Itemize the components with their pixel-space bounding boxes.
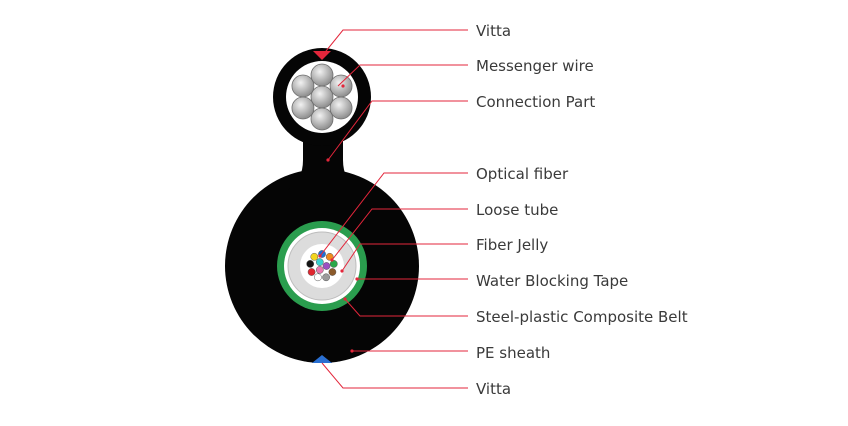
label-connection-part: Connection Part: [476, 93, 595, 111]
optical-fiber-strand: [328, 268, 337, 276]
optical-fiber-strand: [329, 260, 338, 268]
messenger-wire-bundle: [286, 61, 358, 133]
optical-fiber-strand: [315, 258, 324, 266]
neck-fillet: [288, 160, 358, 190]
leader-fiber-jelly: [341, 243, 468, 272]
optical-fiber-strand: [322, 273, 330, 282]
leader-vitta-bottom: [321, 362, 468, 389]
label-steel-plastic-belt: Steel-plastic Composite Belt: [476, 308, 688, 326]
vitta-bottom-marker: [312, 355, 332, 363]
label-loose-tube: Loose tube: [476, 201, 558, 219]
messenger-strand: [329, 96, 353, 120]
leader-steel-plastic-belt: [344, 298, 468, 317]
leader-messenger-wire: [337, 64, 468, 87]
label-fiber-jelly: Fiber Jelly: [476, 236, 548, 254]
messenger-strand: [310, 107, 334, 131]
leader-dot: [340, 269, 344, 273]
messenger-strand: [310, 85, 334, 109]
label-vitta-bottom: Vitta: [476, 380, 511, 398]
leader-vitta-top: [321, 29, 468, 57]
label-optical-fiber: Optical fiber: [476, 165, 569, 183]
leader-dot: [318, 254, 322, 258]
optical-fiber-strand: [310, 252, 319, 261]
messenger-strand: [310, 63, 334, 87]
optical-fiber-strand: [307, 268, 316, 276]
leader-loose-tube: [331, 208, 468, 261]
messenger-strand: [291, 74, 315, 98]
label-vitta-top: Vitta: [476, 22, 511, 40]
leader-dot: [330, 258, 334, 262]
messenger-strand: [329, 74, 353, 98]
optical-fiber-strand: [322, 262, 331, 270]
optical-fiber-strand: [314, 273, 322, 282]
optical-fiber-strand: [306, 260, 315, 268]
leader-lines: [318, 29, 468, 389]
optical-fiber-strand: [315, 266, 324, 274]
label-pe-sheath: PE sheath: [476, 344, 550, 362]
leader-dot: [343, 297, 347, 301]
leader-dot: [350, 349, 354, 353]
callout-labels: Vitta Messenger wire Connection Part Opt…: [476, 22, 688, 398]
label-messenger-wire: Messenger wire: [476, 57, 594, 75]
leader-dot: [326, 158, 330, 162]
leader-connection-part: [327, 100, 468, 161]
cable-core: [277, 221, 367, 311]
leader-optical-fiber: [319, 172, 468, 257]
messenger-strand: [291, 96, 315, 120]
leader-dot: [355, 277, 359, 281]
leader-dot: [341, 84, 345, 88]
label-water-blocking-tape: Water Blocking Tape: [476, 272, 628, 290]
